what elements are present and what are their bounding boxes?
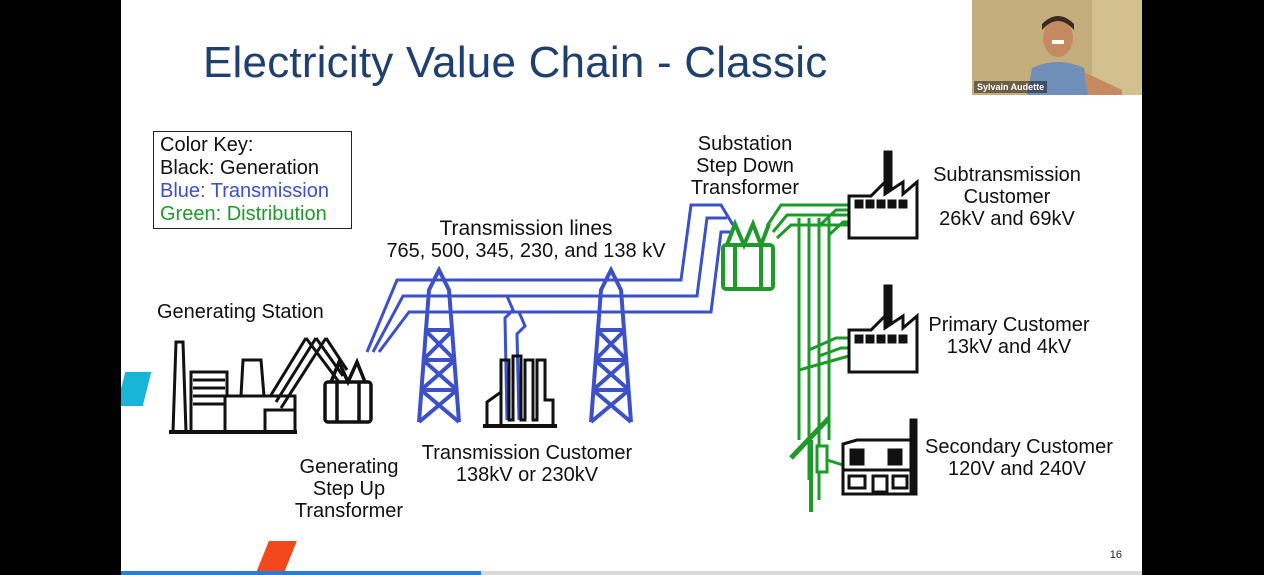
label-secondary-customer: Secondary Customer 120V and 240V	[925, 436, 1113, 480]
label-transmission-customer: Transmission Customer 138kV or 230kV	[417, 442, 637, 486]
progress-bar-filled	[121, 571, 481, 575]
page-number: 16	[1109, 549, 1122, 561]
webcam-name-label: Sylvain Audette	[974, 81, 1048, 93]
color-key-blue: Blue: Transmission	[160, 180, 329, 202]
label-step-up-transformer: Generating Step Up Transformer	[293, 456, 405, 522]
subtransmission-line-1: Subtransmission	[933, 164, 1081, 186]
transmission-customer-icon	[483, 354, 557, 428]
primary-customer-icon	[847, 284, 919, 374]
label-transmission-lines: Transmission lines 765, 500, 345, 230, a…	[381, 217, 671, 263]
secondary-customer-line-1: Secondary Customer	[925, 436, 1113, 458]
generating-station-icon	[169, 337, 349, 434]
label-substation: Substation Step Down Transformer	[687, 133, 803, 199]
secondary-customer-house-icon	[841, 418, 918, 496]
substation-line-2: Step Down	[696, 155, 794, 177]
step-up-line-2: Step Up	[312, 478, 386, 500]
color-key-heading: Color Key:	[160, 134, 254, 156]
label-primary-customer: Primary Customer 13kV and 4kV	[927, 314, 1091, 358]
webcam-video[interactable]: Sylvain Audette	[972, 0, 1142, 95]
step-up-line-1: Generating	[299, 456, 399, 478]
slide: Electricity Value Chain - Classic Color …	[121, 0, 1142, 575]
primary-customer-line-2: 13kV and 4kV	[946, 336, 1072, 358]
subtransmission-line-3: 26kV and 69kV	[939, 208, 1075, 230]
substation-line-1: Substation	[697, 133, 793, 155]
step-up-transformer-icon	[323, 357, 373, 424]
primary-customer-line-1: Primary Customer	[928, 314, 1090, 336]
transmission-customer-line-1: Transmission Customer	[421, 442, 633, 464]
subtransmission-customer-icon	[847, 150, 919, 240]
color-key: Color Key: Black: Generation Blue: Trans…	[153, 131, 352, 229]
distribution-lines	[765, 203, 881, 512]
generating-station-text: Generating Station	[157, 301, 324, 323]
color-key-green: Green: Distribution	[160, 203, 327, 225]
transmission-tower-icon	[417, 265, 461, 424]
progress-bar-track	[481, 571, 1142, 575]
label-subtransmission-customer: Subtransmission Customer 26kV and 69kV	[927, 164, 1087, 230]
transmission-tower-icon	[589, 265, 633, 424]
webcam-person-image	[972, 0, 1142, 95]
transmission-lines-title: Transmission lines	[439, 217, 613, 240]
color-key-black: Black: Generation	[160, 157, 319, 179]
label-generating-station: Generating Station	[157, 301, 324, 323]
substation-line-3: Transformer	[690, 177, 800, 199]
secondary-customer-line-2: 120V and 240V	[948, 458, 1086, 480]
transmission-lines	[365, 203, 735, 421]
subtransmission-line-2: Customer	[963, 186, 1051, 208]
transmission-customer-line-2: 138kV or 230kV	[455, 464, 599, 486]
value-chain-diagram	[169, 150, 919, 512]
transmission-lines-voltages: 765, 500, 345, 230, and 138 kV	[386, 240, 666, 262]
slide-title: Electricity Value Chain - Classic	[203, 38, 828, 87]
step-down-transformer-icon	[721, 218, 775, 291]
step-up-line-3: Transformer	[294, 500, 404, 522]
